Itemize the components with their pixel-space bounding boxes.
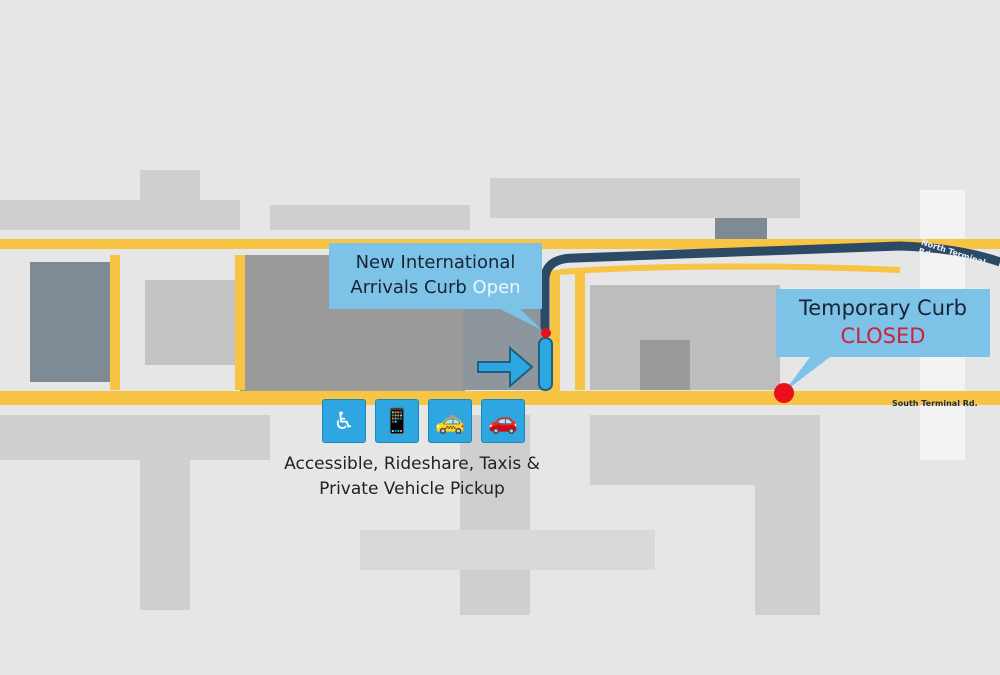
international-curb-callout: New International Arrivals Curb Open bbox=[329, 243, 542, 309]
location-pin-icon bbox=[541, 328, 551, 338]
pickup-caption: Accessible, Rideshare, Taxis & Private V… bbox=[262, 452, 562, 502]
caption-line-1: Accessible, Rideshare, Taxis & bbox=[284, 454, 540, 474]
callout-pointer bbox=[784, 357, 830, 392]
temporary-curb-callout: Temporary Curb CLOSED bbox=[776, 289, 990, 357]
south-terminal-road-label: South Terminal Rd. bbox=[892, 399, 978, 408]
pickup-icons: ♿ 📱 🚕 🚗 bbox=[322, 399, 525, 443]
curb-marker bbox=[538, 337, 553, 391]
route-line bbox=[540, 241, 1000, 330]
taxi-icon: 🚕 bbox=[428, 399, 472, 443]
buildings bbox=[0, 170, 965, 615]
car-icon: 🚗 bbox=[481, 399, 525, 443]
rideshare-phone-icon: 📱 bbox=[375, 399, 419, 443]
callout-title: Temporary Curb bbox=[799, 296, 967, 320]
callout-pointer bbox=[500, 309, 542, 330]
callout-subtitle: Arrivals Curb bbox=[350, 277, 467, 298]
open-status: Open bbox=[472, 277, 521, 298]
closed-status: CLOSED bbox=[840, 324, 926, 348]
closed-curb-marker bbox=[774, 383, 794, 403]
arrow-icon bbox=[477, 345, 534, 389]
caption-line-2: Private Vehicle Pickup bbox=[319, 479, 505, 499]
callout-title: New International bbox=[355, 252, 516, 273]
concourse-building bbox=[145, 280, 240, 365]
wheelchair-icon: ♿ bbox=[322, 399, 366, 443]
